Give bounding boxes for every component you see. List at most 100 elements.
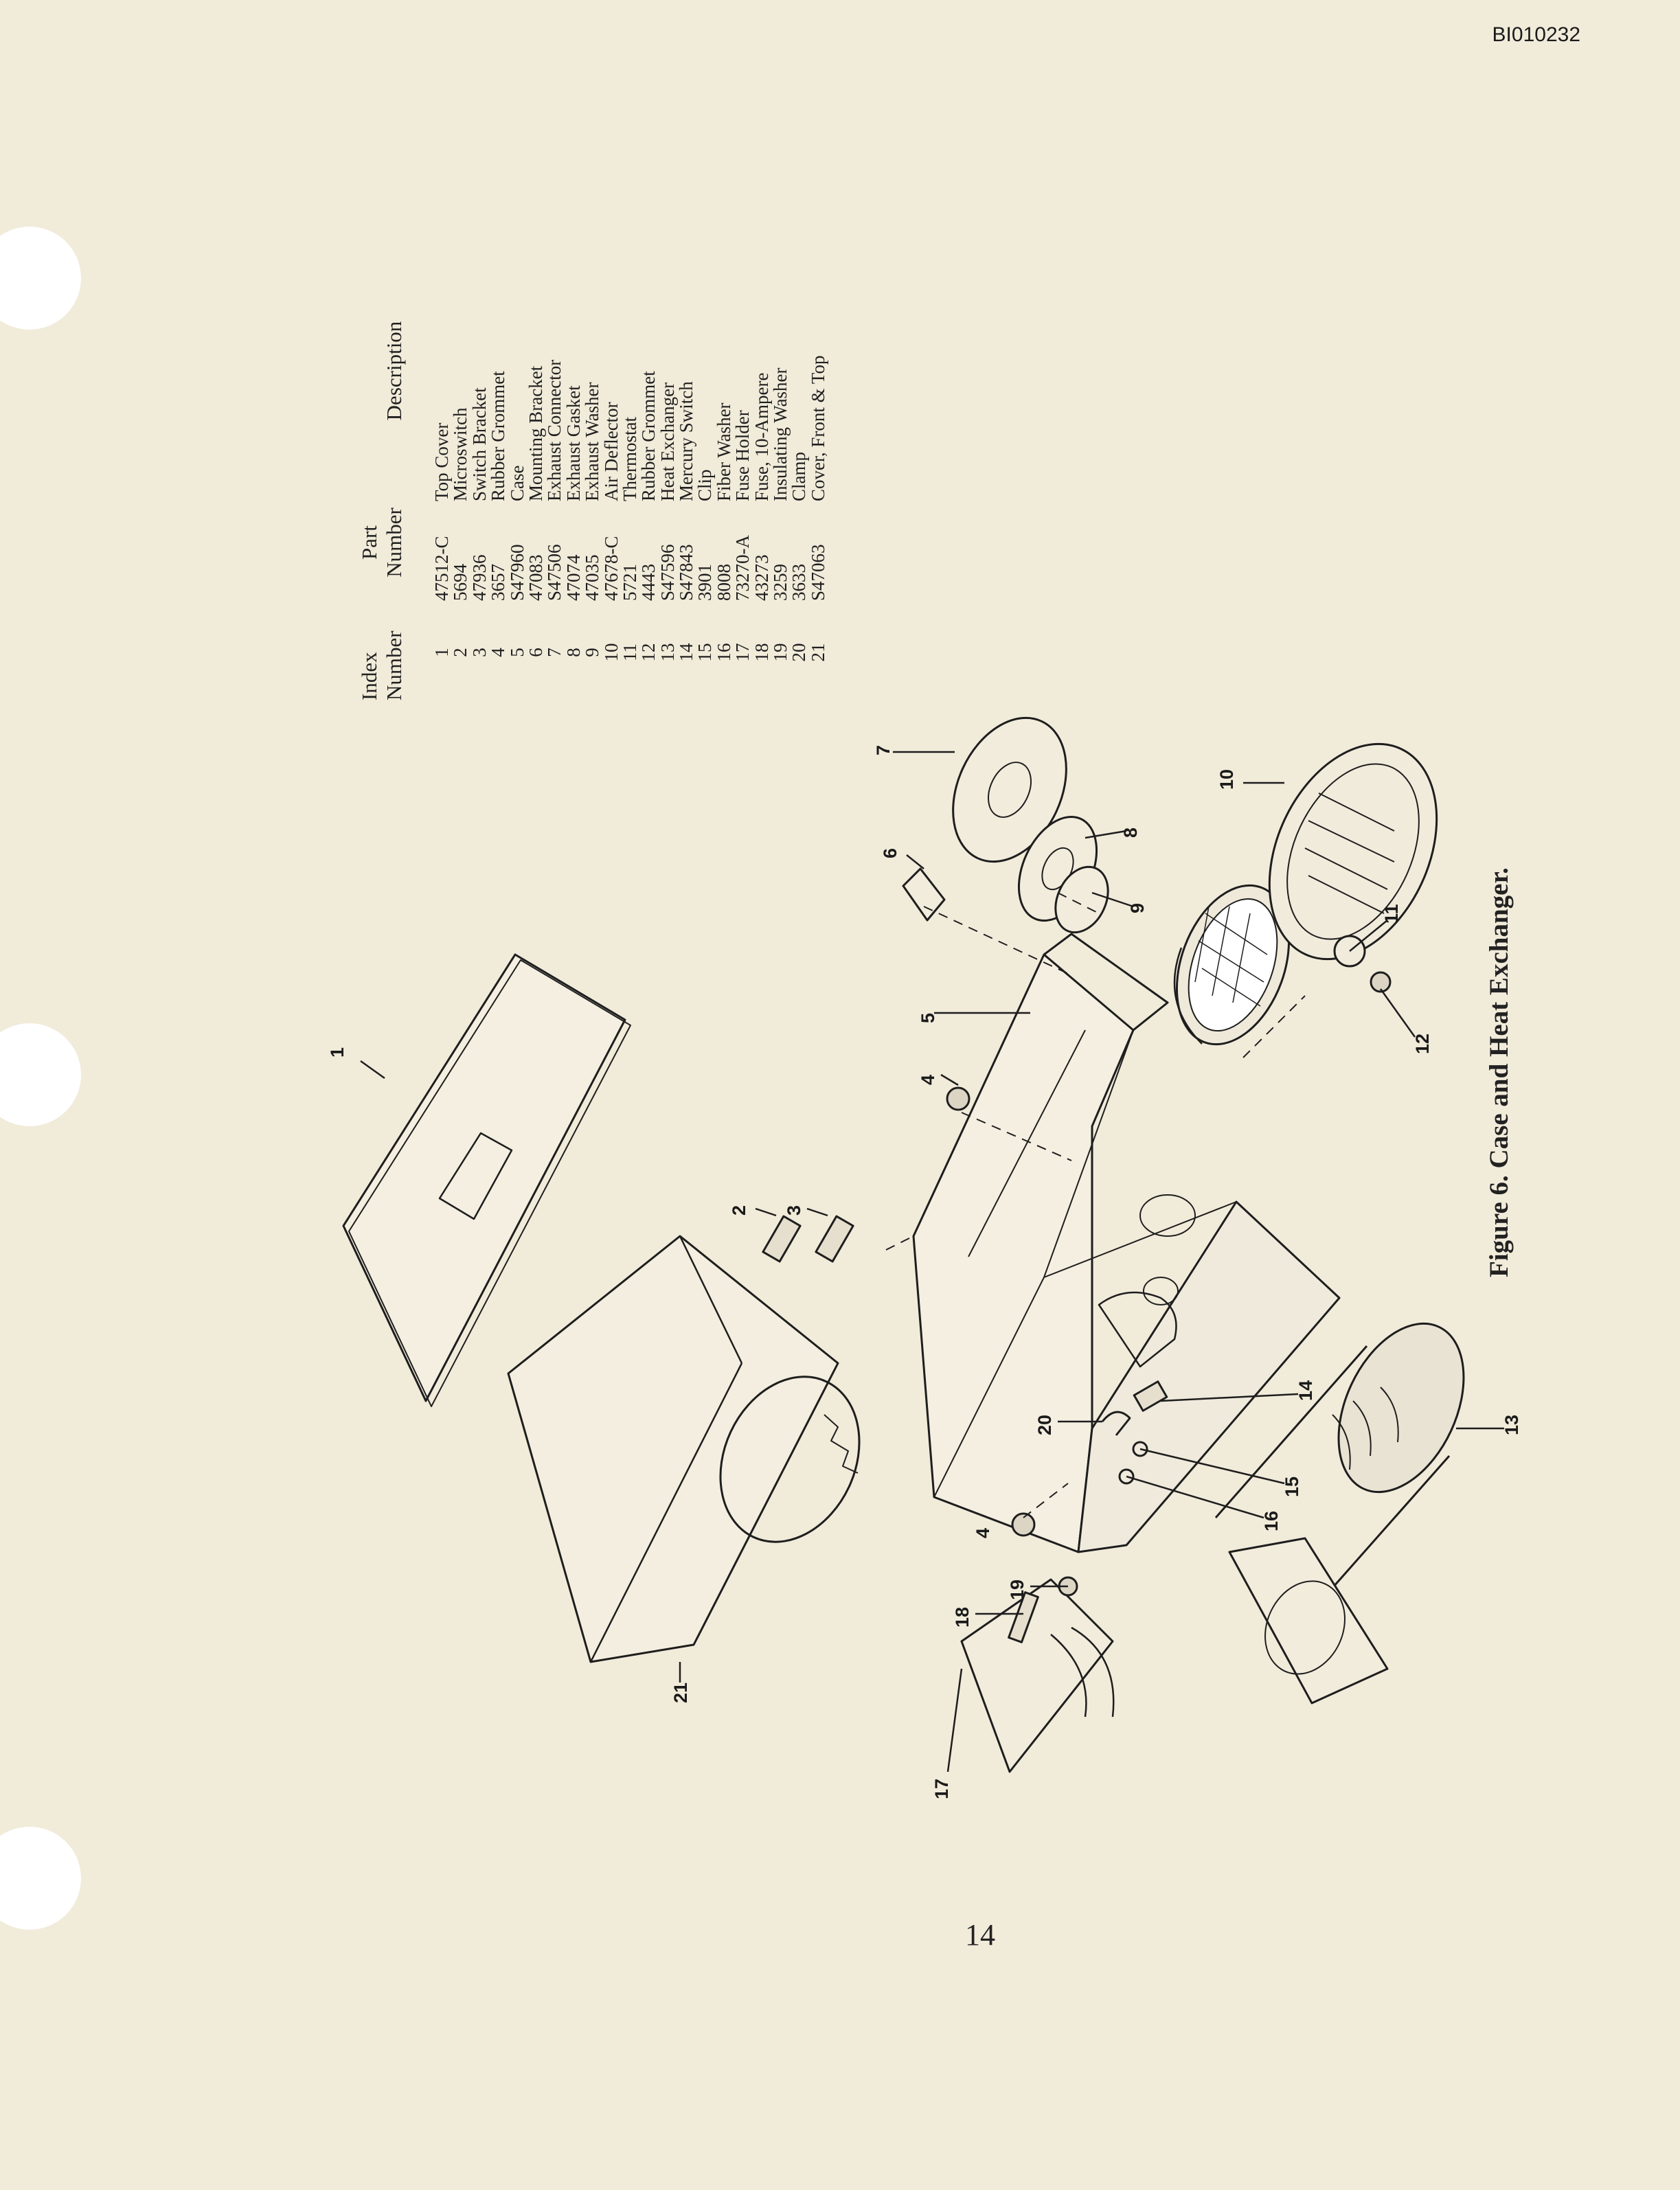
part-number-cell: 3259	[770, 564, 791, 601]
callout-18: 18	[952, 1607, 973, 1628]
table-row: 20 3633 Clamp	[788, 14, 810, 700]
heat-exchanger-part	[1214, 1322, 1465, 1704]
description-cell: Thermostat	[619, 417, 640, 501]
front-top-cover-part	[507, 1235, 839, 1663]
index-cell: 9	[582, 648, 603, 657]
table-row: 11 5721 Thermostat	[619, 14, 640, 700]
callout-14: 14	[1295, 1380, 1316, 1401]
index-cell: 2	[450, 648, 471, 657]
description-cell: Mounting Bracket	[525, 365, 546, 501]
binder-hole-bottom	[0, 1827, 81, 1930]
callout-1: 1	[327, 1047, 348, 1058]
part-number-cell: 5694	[450, 564, 471, 601]
fuse-part	[1008, 1591, 1039, 1643]
callout-13: 13	[1501, 1415, 1522, 1435]
description-cell: Air Deflector	[600, 402, 622, 501]
index-cell: 20	[788, 643, 810, 662]
mounting-bracket-part	[902, 867, 946, 922]
description-cell: Fuse, 10-Ampere	[751, 372, 772, 501]
index-cell: 5	[506, 648, 527, 657]
index-cell: 18	[751, 643, 772, 662]
index-cell: 3	[468, 648, 490, 657]
callout-17: 17	[931, 1779, 952, 1799]
exhaust-washer-part	[1054, 865, 1109, 934]
index-cell: 10	[600, 643, 622, 662]
index-cell: 17	[732, 643, 753, 662]
index-cell: 11	[619, 643, 640, 661]
description-cell: Fuse Holder	[732, 410, 753, 501]
callout-9: 9	[1127, 903, 1148, 913]
index-cell: 12	[638, 643, 659, 662]
description-cell: Exhaust Washer	[582, 382, 603, 501]
rubber-grommet-4b-part	[1011, 1512, 1036, 1537]
callout-6: 6	[880, 848, 900, 858]
description-cell: Switch Bracket	[468, 387, 490, 501]
rubber-grommet-12-part	[1370, 971, 1392, 993]
index-cell: 7	[544, 648, 565, 657]
callout-21: 21	[670, 1683, 691, 1703]
part-number-cell: S47063	[807, 544, 828, 601]
binder-hole-middle	[0, 1023, 81, 1126]
callout-8: 8	[1120, 828, 1141, 838]
index-cell: 1	[431, 648, 452, 657]
description-cell: Top Cover	[431, 422, 452, 501]
binder-hole-top	[0, 227, 81, 330]
table-row: 17 73270-A Fuse Holder	[732, 14, 753, 700]
callout-16: 16	[1261, 1511, 1282, 1531]
callout-4a: 4	[918, 1075, 938, 1085]
top-cover-part	[342, 953, 626, 1402]
table-row: 2 5694 Microswitch	[450, 14, 471, 700]
index-cell: 4	[488, 648, 509, 657]
callout-15: 15	[1282, 1476, 1302, 1497]
index-cell: 14	[676, 643, 697, 662]
clip-part	[1132, 1441, 1148, 1457]
case-part	[912, 953, 1135, 1553]
description-cell: Microswitch	[450, 407, 471, 501]
exhaust-connector-part	[952, 716, 1067, 863]
part-number-cell: 8008	[713, 564, 734, 601]
air-deflector-part	[1268, 742, 1438, 961]
rubber-grommet-4a-part	[946, 1086, 970, 1111]
description-cell: Clamp	[788, 452, 810, 501]
index-cell: 21	[807, 643, 828, 662]
part-number-cell: 5721	[619, 564, 640, 601]
page-number: 14	[965, 1918, 995, 1952]
description-cell: Fiber Washer	[713, 402, 734, 501]
description-cell: Cover, Front & Top	[807, 355, 828, 501]
fiber-washer-part	[1118, 1468, 1135, 1485]
callout-2: 2	[729, 1205, 749, 1216]
index-cell: 8	[563, 648, 584, 657]
callout-11: 11	[1381, 904, 1402, 924]
part-number-cell: S47596	[657, 544, 678, 601]
callout-19: 19	[1007, 1579, 1028, 1600]
part-number-cell: 73270-A	[732, 535, 753, 601]
description-cell: Exhaust Connector	[544, 359, 565, 501]
part-number-cell: 3901	[694, 564, 716, 601]
index-cell: 15	[694, 643, 716, 662]
part-number-cell: 47083	[525, 554, 546, 602]
clamp-part	[1101, 1411, 1131, 1436]
description-cell: Case	[506, 465, 527, 501]
fuse-holder-part	[960, 1578, 1114, 1773]
callout-7: 7	[873, 745, 894, 755]
description-cell: Heat Exchanger	[657, 382, 678, 501]
index-cell: 19	[770, 643, 791, 662]
callout-5: 5	[918, 1013, 938, 1023]
part-number-cell: 3633	[788, 564, 810, 601]
